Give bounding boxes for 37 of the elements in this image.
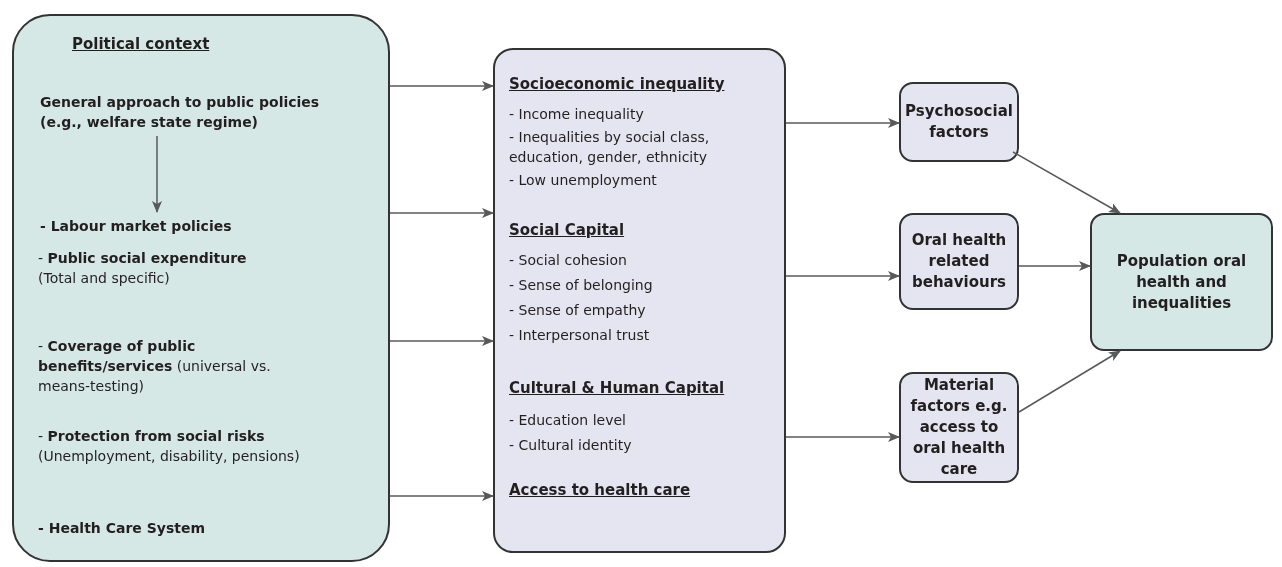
text-label: - Labour market policies: [40, 216, 370, 236]
arrow: [1018, 350, 1121, 413]
arrow: [389, 336, 494, 346]
list-item: - Income inequality: [509, 105, 645, 124]
list-item: - Health Care System: [38, 519, 206, 538]
factor-box: Oral health related behaviours: [899, 213, 1019, 310]
list-item: - Inequalities by social class, education, gender, ethnicity: [509, 128, 711, 167]
text-label: General approach to public policies (e.g., welfare state regime): [40, 92, 340, 132]
arrow: [1012, 151, 1121, 214]
list-item: - Sense of empathy: [509, 301, 647, 320]
list-item: - Interpersonal trust: [509, 326, 651, 345]
list-item: - Social cohesion: [509, 251, 628, 270]
list-item: - Protection from social risks (Unemployment, disability, pensions): [38, 427, 301, 466]
section-heading: Social Capital: [509, 220, 626, 240]
list-item: - Education level: [509, 411, 627, 430]
group-panel: [493, 48, 786, 553]
factor-box: Population oral health and inequalities: [1090, 213, 1273, 351]
factor-box: Material factors e.g. access to oral health care: [899, 372, 1019, 483]
section-heading: Socioeconomic inequality: [509, 74, 726, 94]
section-heading: Access to health care: [509, 480, 692, 500]
arrow: [785, 118, 900, 128]
arrow: [785, 432, 900, 442]
arrow: [152, 135, 162, 213]
section-heading: Political context: [72, 34, 211, 54]
arrow: [1018, 261, 1091, 271]
list-item: - Cultural identity: [509, 436, 633, 455]
section-heading: Cultural & Human Capital: [509, 378, 726, 398]
list-item: - Sense of belonging: [509, 276, 654, 295]
group-panel: [12, 14, 390, 562]
list-item: - Public social expenditure (Total and specific): [38, 249, 248, 288]
arrow: [389, 208, 494, 218]
arrow: [389, 81, 494, 91]
arrow: [785, 271, 900, 281]
factor-box: Psychosocial factors: [899, 82, 1019, 162]
arrow: [389, 491, 494, 501]
list-item: - Low unemployment: [509, 171, 658, 190]
list-item: - Coverage of public benefits/services (universal vs. means-testing): [38, 337, 272, 396]
